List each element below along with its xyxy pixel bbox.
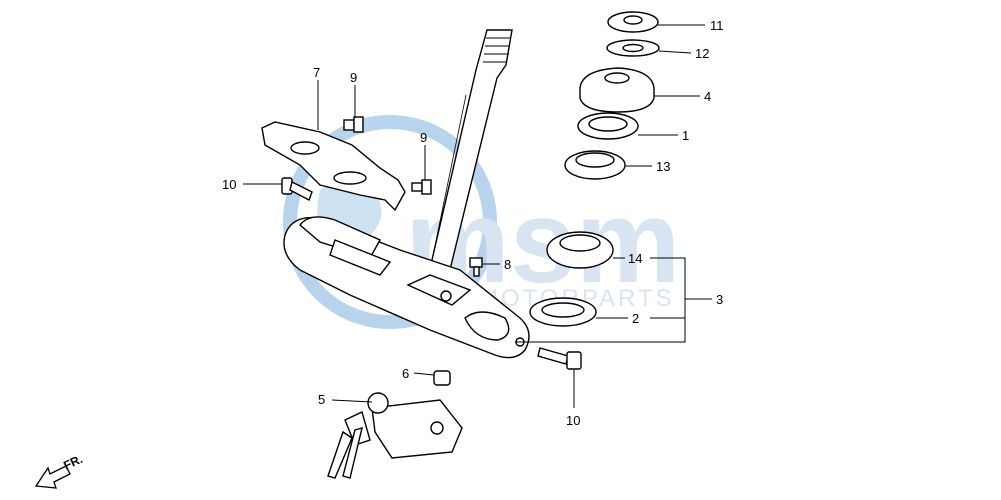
nut-6 bbox=[433, 370, 451, 386]
bracket-plate bbox=[261, 121, 406, 212]
steering-stem bbox=[424, 29, 513, 291]
bolt-9-upper bbox=[343, 116, 364, 133]
watermark-globe-icon bbox=[283, 115, 497, 329]
bolt-10-left bbox=[281, 177, 313, 201]
front-label: FR. bbox=[61, 452, 84, 473]
callout-9-upper: 9 bbox=[350, 70, 357, 85]
callout-3: 3 bbox=[716, 292, 723, 307]
ignition-switch bbox=[327, 392, 463, 479]
callout-8: 8 bbox=[504, 257, 511, 272]
steering-bearing-13 bbox=[564, 150, 626, 180]
callout-6: 6 bbox=[402, 366, 409, 381]
callout-11: 11 bbox=[710, 18, 724, 33]
callout-10-right: 10 bbox=[566, 413, 580, 428]
adjusting-nut-4 bbox=[579, 67, 655, 113]
callout-9-lower: 9 bbox=[420, 130, 427, 145]
bolt-9-lower bbox=[411, 179, 432, 195]
leader-lines bbox=[243, 24, 712, 408]
dust-seal-2 bbox=[529, 297, 597, 327]
callout-1: 1 bbox=[682, 128, 689, 143]
callout-10-left: 10 bbox=[222, 177, 236, 192]
bolt-10-right bbox=[537, 347, 582, 370]
callout-5: 5 bbox=[318, 392, 325, 407]
lock-washer-12 bbox=[606, 39, 660, 57]
lock-nut-11 bbox=[607, 11, 659, 33]
callout-14: 14 bbox=[628, 251, 642, 266]
front-direction-indicator: FR. bbox=[34, 452, 85, 489]
bearing-race-14 bbox=[546, 231, 614, 269]
front-arrow-icon bbox=[34, 465, 71, 489]
bottom-bridge bbox=[283, 216, 530, 359]
callout-12: 12 bbox=[695, 46, 709, 61]
callout-7: 7 bbox=[313, 65, 320, 80]
callout-4: 4 bbox=[704, 89, 711, 104]
dust-seal-1 bbox=[577, 112, 639, 140]
callout-numbers: 11 12 4 1 13 14 2 3 7 9 9 10 8 6 5 10 bbox=[222, 18, 724, 428]
screw-8 bbox=[469, 257, 483, 277]
callout-2: 2 bbox=[632, 311, 639, 326]
callout-13: 13 bbox=[656, 159, 670, 174]
